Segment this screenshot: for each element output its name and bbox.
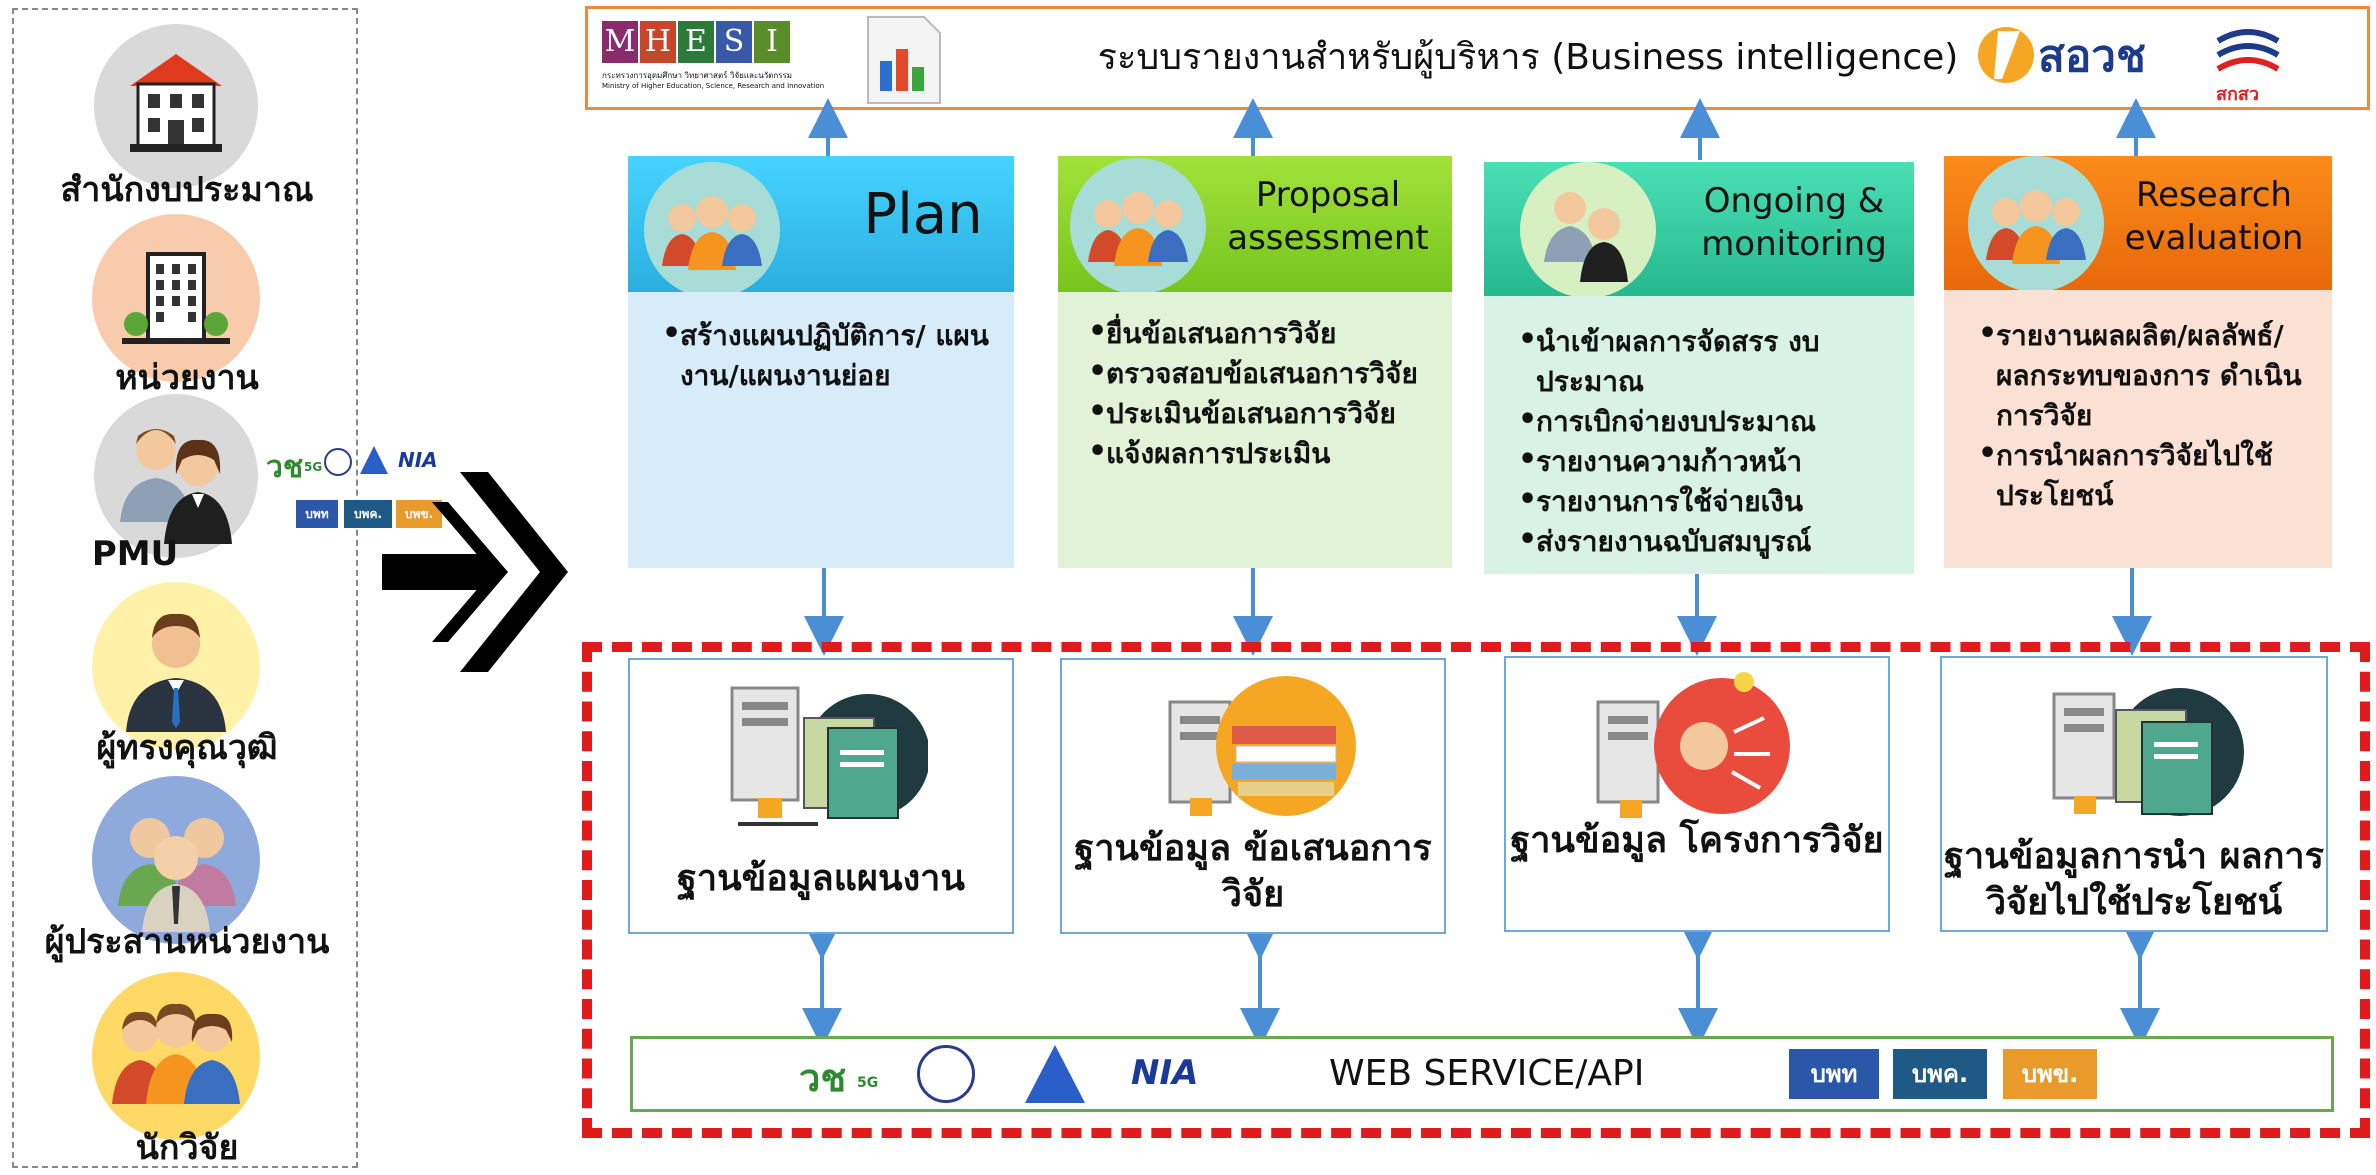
phase-title-proposal: Proposal assessment (1227, 175, 1429, 258)
office-tower-icon (92, 214, 260, 382)
proposal-item: ตรวจสอบข้อเสนอการวิจัย (1088, 352, 1442, 394)
actor-label-researcher: นักวิจัย (135, 1128, 239, 1168)
mhesi-letter-h: H (640, 21, 676, 63)
proposal-item: ยื่นข้อเสนอการวิจัย (1088, 312, 1442, 354)
actor-label-expert: ผู้ทรงคุณวุฒิ (96, 728, 278, 768)
server-folder-icon (730, 686, 928, 826)
ongoing-item: ส่งรายงานฉบับสมบูรณ์ (1518, 520, 1904, 562)
vc-logo: วช (799, 1055, 847, 1100)
actor-label-budget: สำนักงบประมาณ (60, 170, 314, 210)
ongoing-item: การเบิกจ่ายงบประมาณ (1518, 400, 1904, 442)
trsi-logo: สกสว (2208, 17, 2288, 105)
nia-logo: NIA (398, 448, 438, 472)
server-books-icon (1168, 676, 1356, 816)
plan-item: สร้างแผนปฏิบัติการ/ แผนงาน/แผนงานย่อย (662, 314, 994, 396)
triangle-logo (360, 446, 388, 474)
mhesi-caption-en: Ministry of Higher Education, Science, R… (602, 82, 825, 90)
coordinator-group-icon (92, 776, 260, 944)
db-box-project: ฐานข้อมูล โครงการวิจัย (1504, 656, 1890, 932)
phase-title-plan: Plan (863, 182, 983, 247)
pmuc2-logo: บพค. (344, 500, 392, 528)
phase-title-ongoing: Ongoing & monitoring (1701, 181, 1887, 264)
vc-logo-sub: 5G (304, 460, 323, 474)
db-label-utilization: ฐานข้อมูลการนำ ผลการวิจัยไปใช้ประโยชน์ (1944, 836, 2324, 923)
webservice-label: WEB SERVICE/API (1329, 1053, 1645, 1094)
research-item: การนำผลการวิจัยไปใช้ ประโยชน์ (1978, 434, 2318, 516)
flow-arrow-icon (382, 472, 568, 672)
proposal-item: ประเมินข้อเสนอการวิจัย (1088, 392, 1442, 434)
banner-title: ระบบรายงานสำหรับผู้บริหาร (Business inte… (1097, 37, 1959, 78)
triangle-logo (1025, 1045, 1085, 1103)
ongoing-item: รายงานความก้าวหน้า (1518, 440, 1904, 482)
building-icon (94, 24, 258, 188)
phase-header-research: Research evaluation (1944, 156, 2332, 292)
server-folder-icon (2052, 688, 2244, 816)
actor-label-pmu: PMU (91, 534, 179, 574)
seal-logo (917, 1045, 975, 1103)
nia-logo: NIA (1131, 1053, 1199, 1093)
mhesi-caption-th: กระทรวงการอุดมศึกษา วิทยาศาสตร์ วิจัยและ… (602, 71, 793, 80)
mhesi-letter-s: S (716, 21, 752, 63)
phase-body-proposal: ยื่นข้อเสนอการวิจัย ตรวจสอบข้อเสนอการวิจ… (1058, 292, 1452, 568)
pmu-logo-cluster: วช 5G NIA บพท บพค. บพข. (266, 444, 446, 534)
bi-banner: M H E S I กระทรวงการอุดมศึกษา วิทยาศาสตร… (585, 6, 2370, 110)
expert-person-icon (92, 582, 260, 750)
pmuc2-logo: บพค. (1893, 1049, 1987, 1099)
phase-header-ongoing: Ongoing & monitoring (1484, 162, 1914, 298)
research-item: รายงานผลผลิต/ผลลัพธ์/ ผลกระทบของการ ดำเน… (1978, 314, 2318, 436)
phase-body-research: รายงานผลผลิต/ผลลัพธ์/ ผลกระทบของการ ดำเน… (1944, 290, 2332, 568)
sorvor-text: สอวช (2038, 31, 2146, 82)
bar-chart-icon (867, 16, 941, 104)
actor-label-agency: หน่วยงาน (115, 358, 259, 398)
mhesi-letter-m: M (602, 21, 638, 63)
vc-logo-sub: 5G (857, 1075, 879, 1091)
phase-body-ongoing: นำเข้าผลการจัดสรร งบประมาณ การเบิกจ่ายงบ… (1484, 296, 1914, 574)
actor-label-coordinator: ผู้ประสานหน่วยงาน (44, 922, 330, 962)
proposal-item: แจ้งผลการประเมิน (1088, 432, 1442, 474)
phase-header-proposal: Proposal assessment (1058, 156, 1452, 294)
vc-logo: วช (266, 450, 304, 485)
db-label-project: ฐานข้อมูล โครงการวิจัย (1510, 820, 1884, 861)
db-box-plan: ฐานข้อมูลแผนงาน (628, 658, 1014, 934)
pmuc-logo: บพท (1789, 1049, 1879, 1099)
researcher-group-icon (92, 972, 260, 1140)
phase-body-plan: สร้างแผนปฏิบัติการ/ แผนงาน/แผนงานย่อย (628, 292, 1014, 568)
mhesi-letter-i: I (754, 21, 790, 63)
pmuc-logo: บพท (296, 500, 338, 528)
webservice-bar: วช 5G NIA WEB SERVICE/API บพท บพค. บพข. (630, 1036, 2334, 1112)
actor-column: สำนักงบประมาณ หน่วยงาน PMU (12, 8, 358, 1168)
proposal-team-icon (1070, 158, 1206, 294)
seal-logo (324, 448, 352, 476)
people-pair-icon (94, 394, 258, 558)
server-idea-icon (1596, 672, 1790, 818)
pmuc3-logo: บพข. (2003, 1049, 2097, 1099)
mhesi-logo: M H E S I กระทรวงการอุดมศึกษา วิทยาศาสตร… (602, 21, 842, 101)
data-layer-frame (582, 642, 2370, 1138)
phase-header-plan: Plan (628, 156, 1014, 298)
db-label-proposal: ฐานข้อมูล ข้อเสนอการวิจัย (1074, 828, 1432, 915)
ongoing-item: รายงานการใช้จ่ายเงิน (1518, 480, 1904, 522)
plan-team-icon (644, 162, 780, 298)
db-box-proposal: ฐานข้อมูล ข้อเสนอการวิจัย (1060, 658, 1446, 934)
ongoing-people-icon (1520, 162, 1656, 298)
ongoing-item: นำเข้าผลการจัดสรร งบประมาณ (1518, 320, 1836, 402)
research-team-icon (1968, 156, 2104, 292)
phase-title-research: Research evaluation (2124, 175, 2304, 258)
sorvor-logo: สอวช (1976, 17, 2146, 103)
mhesi-letter-e: E (678, 21, 714, 63)
trsi-text: สกสว (2216, 84, 2259, 105)
db-label-plan: ฐานข้อมูลแผนงาน (676, 858, 966, 899)
db-box-utilization: ฐานข้อมูลการนำ ผลการวิจัยไปใช้ประโยชน์ (1940, 656, 2328, 932)
